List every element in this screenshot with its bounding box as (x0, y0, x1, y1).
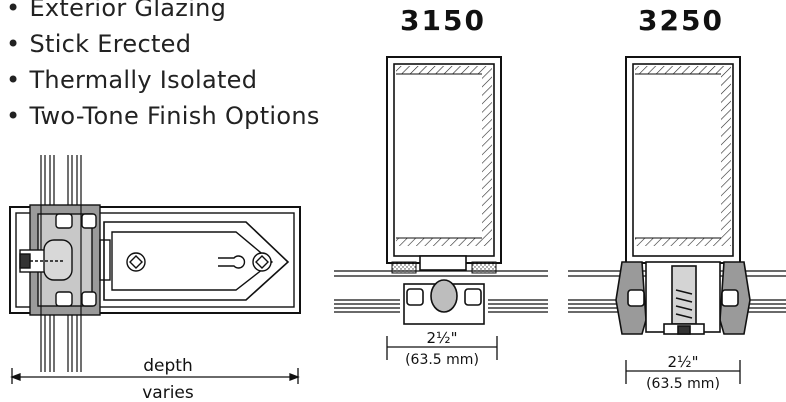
dimension-3150-metric: (63.5 mm) (405, 352, 479, 368)
feature-item: Stick Erected (6, 26, 320, 62)
feature-item: Thermally Isolated (6, 62, 320, 98)
dimension-3250-line (625, 360, 741, 384)
model-3250-drawing (568, 56, 786, 335)
model-3150-title: 3150 (400, 4, 486, 37)
feature-item: Two-Tone Finish Options (6, 98, 320, 134)
varies-label: varies (142, 383, 194, 402)
dimension-3250-imperial: 2½" (668, 353, 699, 371)
dimension-3150-imperial: 2½" (427, 329, 458, 347)
feature-item: Exterior Glazing (6, 0, 320, 26)
feature-list: Exterior Glazing Stick Erected Thermally… (6, 0, 320, 134)
model-3150-drawing (334, 56, 548, 325)
mullion-section-drawing (9, 155, 301, 372)
depth-dimension (10, 368, 300, 384)
model-3250-title: 3250 (638, 4, 724, 37)
dimension-3250-metric: (63.5 mm) (646, 376, 720, 392)
dimension-3150-line (386, 336, 498, 360)
depth-label: depth (143, 356, 192, 376)
